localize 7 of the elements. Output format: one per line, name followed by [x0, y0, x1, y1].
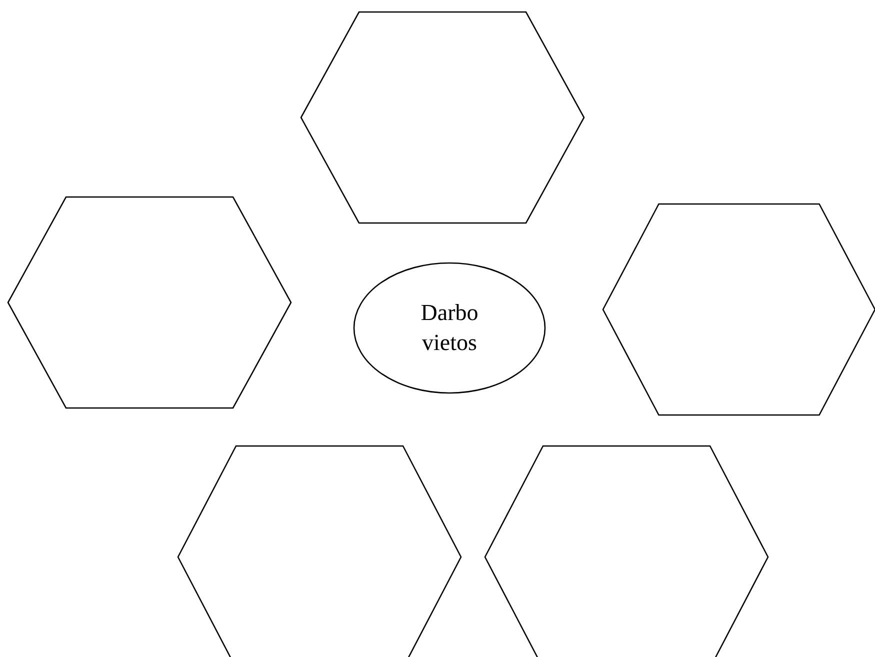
- ellipse-shape: [353, 262, 546, 394]
- hexagon-shape: [603, 204, 875, 415]
- hexagon-shape: [8, 197, 291, 408]
- hexagon-shape: [301, 12, 584, 223]
- hexagon-shape: [178, 446, 461, 657]
- node-label: Darbo vietos: [420, 299, 480, 357]
- hexagon-shape: [485, 446, 768, 657]
